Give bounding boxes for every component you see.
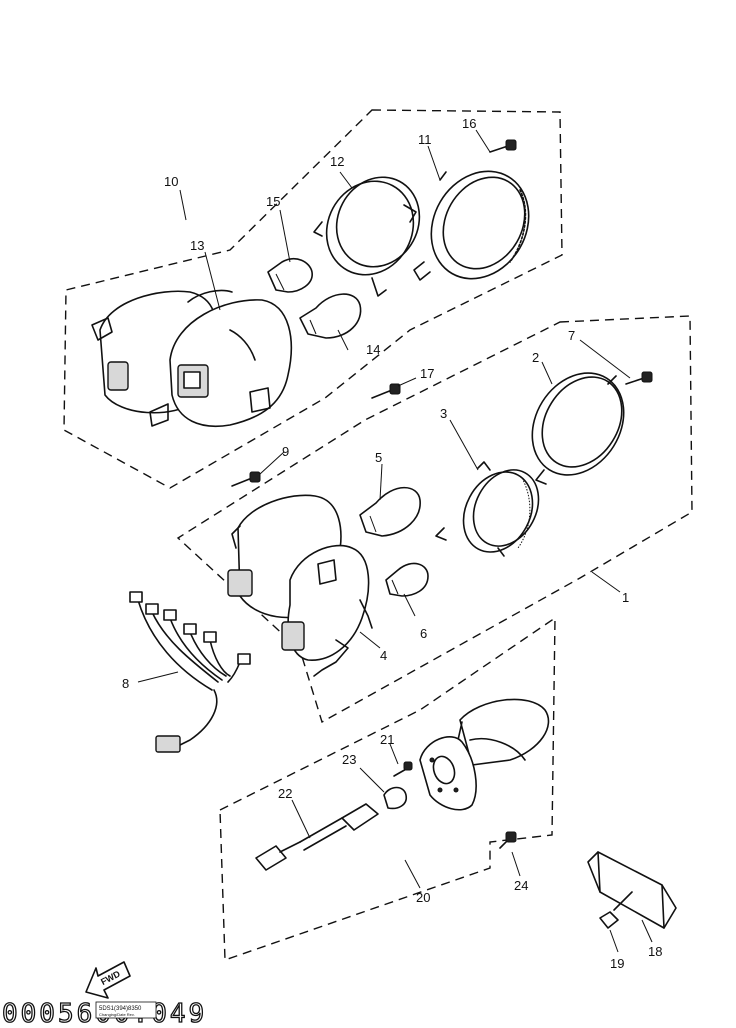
screw-16: [489, 139, 517, 153]
bulb-15: [267, 257, 313, 293]
assembly-group-10: [63, 109, 563, 489]
housing-4: [227, 494, 373, 677]
wire-harness-8: [129, 591, 251, 753]
group-20-outline: [219, 616, 556, 961]
group-10-outline: [63, 109, 563, 489]
callout-4: 4: [380, 648, 387, 663]
assembly-group-1: [176, 315, 693, 724]
stamp-subtext: Changing/Date Rev.: [99, 1012, 135, 1017]
assembly-group-20: [219, 616, 556, 961]
fwd-arrow-icon: FWD: [85, 961, 131, 999]
callout-23: 23: [342, 752, 356, 767]
callout-labels: 10 13 15 12 11 16 14 17 7 2 3 9 5 1 6 4 …: [122, 116, 662, 971]
lens-11: [413, 170, 530, 281]
callout-24: 24: [514, 878, 528, 893]
callout-14: 14: [366, 342, 380, 357]
callout-8: 8: [122, 676, 129, 691]
lens-2: [531, 372, 625, 485]
bulb-23: [383, 786, 408, 810]
callout-20: 20: [416, 890, 430, 905]
callout-3: 3: [440, 406, 447, 421]
footer: 0005600.049 5DS1(394)8350 Changing/Date …: [1, 998, 204, 1028]
callout-11: 11: [418, 132, 432, 147]
stamp-text: 5DS1(394)8350: [99, 1006, 142, 1012]
screw-7: [625, 371, 653, 385]
ring-3: [435, 461, 540, 557]
tail-light-cover: [457, 698, 550, 766]
callout-18: 18: [648, 944, 662, 959]
callout-19: 19: [610, 956, 624, 971]
bulb-5: [359, 486, 421, 537]
callout-7: 7: [568, 328, 575, 343]
socket-22: [255, 803, 379, 871]
callout-21: 21: [380, 732, 394, 747]
group-1-outline: [176, 315, 693, 724]
tail-light-base: [419, 736, 477, 811]
callout-9: 9: [282, 444, 289, 459]
callout-17: 17: [420, 366, 434, 381]
callout-22: 22: [278, 786, 292, 801]
callout-10: 10: [164, 174, 178, 189]
callout-12: 12: [330, 154, 344, 169]
callout-16: 16: [462, 116, 476, 131]
stamp-box: [95, 1001, 157, 1019]
screw-9: [231, 471, 261, 487]
reflector-18: [587, 851, 677, 929]
ring-12: [313, 176, 421, 297]
callout-5: 5: [375, 450, 382, 465]
leader-lines: [137, 129, 653, 953]
callout-2: 2: [532, 350, 539, 365]
callout-13: 13: [190, 238, 204, 253]
bulb-14: [299, 293, 362, 339]
callout-15: 15: [266, 194, 280, 209]
screw-21: [393, 761, 413, 777]
callout-1: 1: [622, 590, 629, 605]
screw-24: [499, 831, 517, 849]
nut-19: [599, 911, 619, 929]
bulb-6: [385, 562, 429, 597]
screw-17: [371, 383, 401, 399]
housing-13: [91, 289, 293, 427]
callout-6: 6: [420, 626, 427, 641]
